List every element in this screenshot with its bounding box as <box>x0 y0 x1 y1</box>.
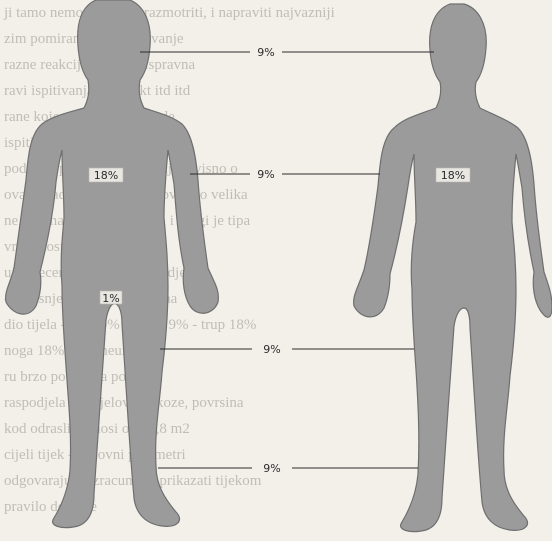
back-figure <box>354 4 552 532</box>
perineum-percent-label: 1% <box>102 292 119 305</box>
back-trunk-percent-label: 18% <box>441 169 465 182</box>
head-percent-label: 9% <box>257 46 274 59</box>
leg-percent-label: 9% <box>263 462 280 475</box>
front-figure <box>6 0 219 528</box>
front-body <box>6 0 219 528</box>
back-body <box>354 4 552 532</box>
thigh-percent-label: 9% <box>263 343 280 356</box>
arm-percent-label: 9% <box>257 168 274 181</box>
front-trunk-percent-label: 18% <box>94 169 118 182</box>
